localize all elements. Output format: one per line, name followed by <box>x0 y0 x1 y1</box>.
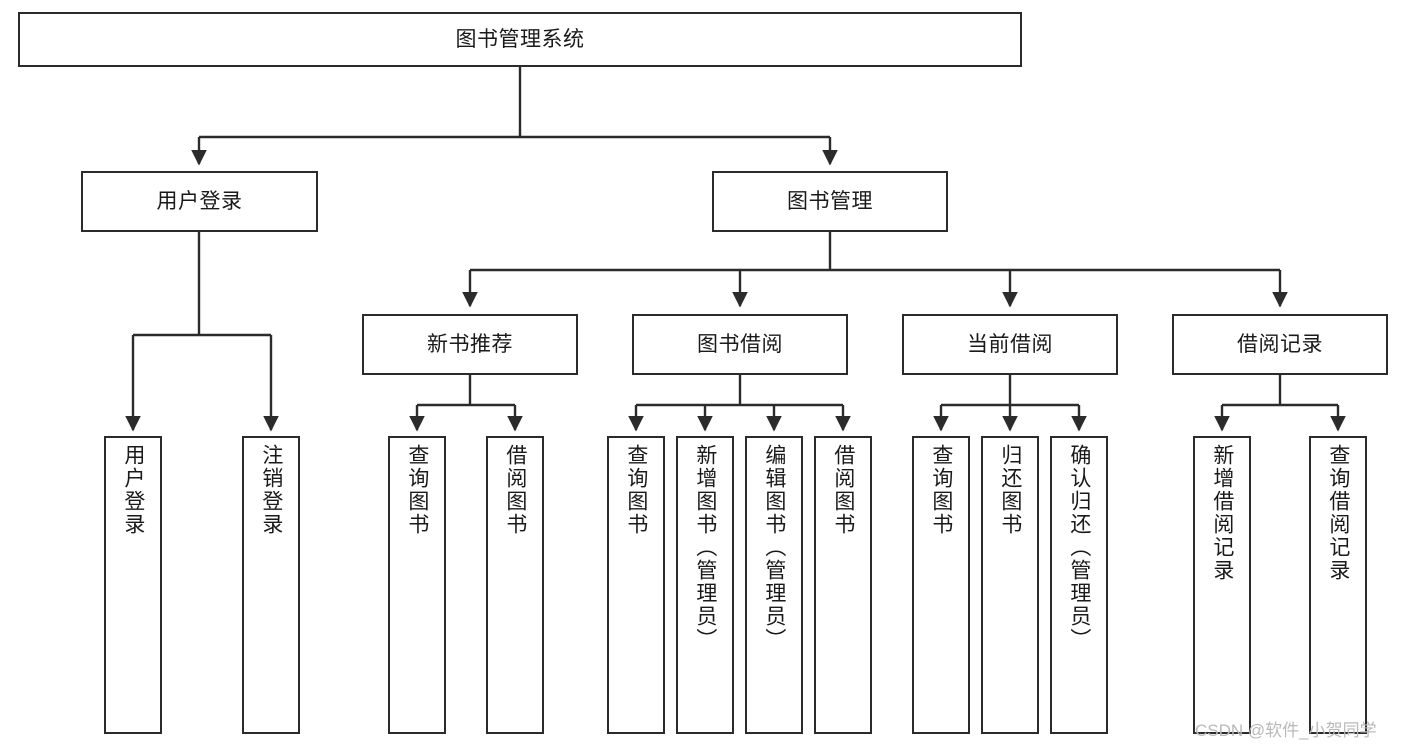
node-leaf-user-login-label: 用户登录 <box>121 444 145 536</box>
node-leaf-query-book-3-label: 查询图书 <box>929 444 953 536</box>
node-borrow-record-label: 借阅记录 <box>1237 332 1323 356</box>
node-leaf-query-book-2[interactable]: 查询图书 <box>607 436 665 734</box>
node-book-manage-label: 图书管理 <box>787 189 873 213</box>
node-user-login-label: 用户登录 <box>156 189 243 213</box>
node-leaf-add-book-label: 新增图书（管理员） <box>693 444 717 651</box>
node-leaf-borrow-book-2-label: 借阅图书 <box>831 444 855 536</box>
node-user-login[interactable]: 用户登录 <box>81 171 318 232</box>
node-leaf-edit-book[interactable]: 编辑图书（管理员） <box>745 436 803 734</box>
node-current-borrow-label: 当前借阅 <box>967 332 1053 356</box>
node-leaf-query-book-1[interactable]: 查询图书 <box>388 436 446 734</box>
node-leaf-borrow-book-1[interactable]: 借阅图书 <box>486 436 544 734</box>
node-leaf-query-book-3[interactable]: 查询图书 <box>912 436 970 734</box>
node-leaf-add-record-label: 新增借阅记录 <box>1210 444 1234 582</box>
csdn-watermark: CSDN @软件_小贺同学 <box>1195 721 1377 740</box>
node-leaf-query-record-label: 查询借阅记录 <box>1326 444 1350 582</box>
node-leaf-confirm-return[interactable]: 确认归还（管理员） <box>1050 436 1108 734</box>
node-book-manage[interactable]: 图书管理 <box>712 171 948 232</box>
node-book-borrow[interactable]: 图书借阅 <box>632 314 848 375</box>
node-leaf-query-record[interactable]: 查询借阅记录 <box>1309 436 1367 734</box>
node-leaf-logout-login[interactable]: 注销登录 <box>242 436 300 734</box>
node-root[interactable]: 图书管理系统 <box>18 12 1022 67</box>
node-leaf-borrow-book-1-label: 借阅图书 <box>503 444 527 536</box>
node-leaf-add-book[interactable]: 新增图书（管理员） <box>676 436 734 734</box>
node-leaf-logout-login-label: 注销登录 <box>259 444 283 536</box>
node-new-book-recommend[interactable]: 新书推荐 <box>362 314 578 375</box>
node-leaf-user-login[interactable]: 用户登录 <box>104 436 162 734</box>
node-book-borrow-label: 图书借阅 <box>697 332 783 356</box>
node-leaf-query-book-1-label: 查询图书 <box>405 444 429 536</box>
node-leaf-add-record[interactable]: 新增借阅记录 <box>1193 436 1251 734</box>
node-current-borrow[interactable]: 当前借阅 <box>902 314 1118 375</box>
node-borrow-record[interactable]: 借阅记录 <box>1172 314 1388 375</box>
node-leaf-borrow-book-2[interactable]: 借阅图书 <box>814 436 872 734</box>
node-leaf-query-book-2-label: 查询图书 <box>624 444 648 536</box>
node-leaf-edit-book-label: 编辑图书（管理员） <box>762 444 786 651</box>
node-root-label: 图书管理系统 <box>455 27 585 51</box>
node-leaf-return-book-label: 归还图书 <box>998 444 1022 536</box>
node-leaf-confirm-return-label: 确认归还（管理员） <box>1067 444 1091 651</box>
node-new-book-recommend-label: 新书推荐 <box>427 332 513 356</box>
node-leaf-return-book[interactable]: 归还图书 <box>981 436 1039 734</box>
